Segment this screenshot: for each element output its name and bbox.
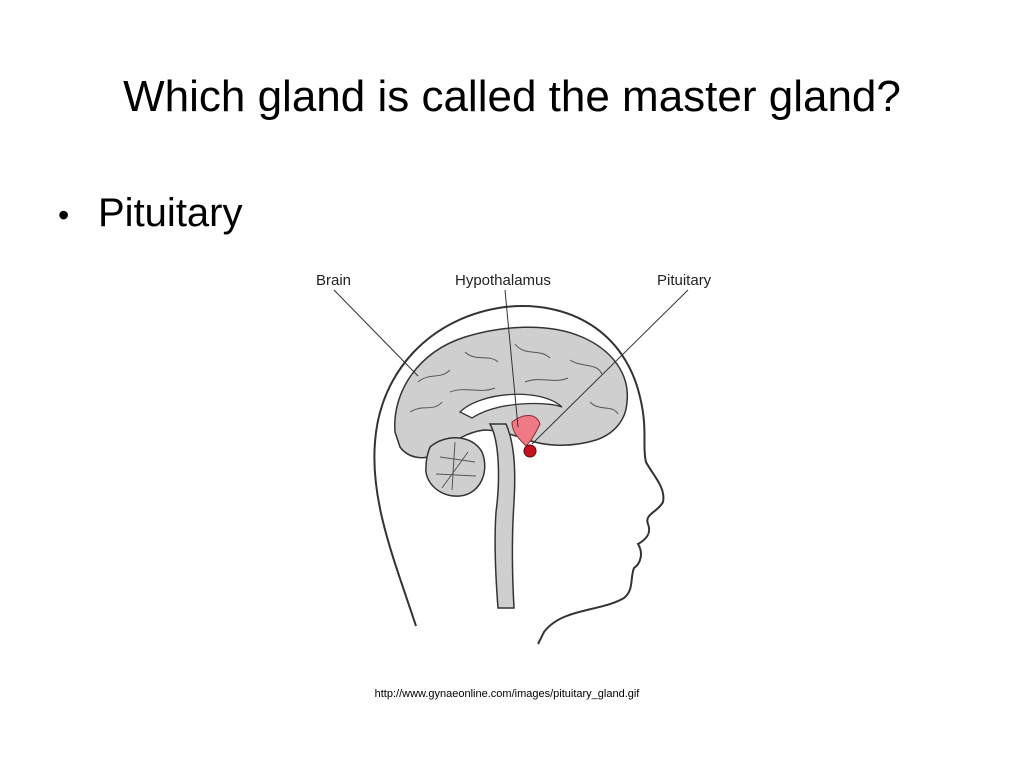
head-outline [373,305,665,645]
hypothalamus-pointer [504,289,519,428]
hypothalamus-label: Hypothalamus [455,272,551,289]
brain-folds [409,343,619,415]
source-caption: http://www.gynaeonline.com/images/pituit… [374,688,640,700]
corpus-callosum [458,393,563,419]
pituitary-label: Pituitary [657,272,712,289]
bullet-list: • Pituitary [58,188,243,240]
hypothalamus-shape [511,415,541,447]
cerebellum-shape [425,437,486,497]
brain-label: Brain [316,272,351,289]
brain-pointer [333,289,419,377]
bullet-symbol: • [58,197,70,233]
pituitary-pointer [531,289,689,445]
brainstem-shape [488,423,516,609]
bullet-text: Pituitary [98,191,243,235]
slide-title: Which gland is called the master gland? [123,72,901,121]
cerebellum-folds [435,441,477,491]
pituitary-gland [523,444,537,458]
pituitary-diagram: Brain Hypothalamus Pituitary [316,272,712,645]
bullet-item: • Pituitary [58,188,243,240]
